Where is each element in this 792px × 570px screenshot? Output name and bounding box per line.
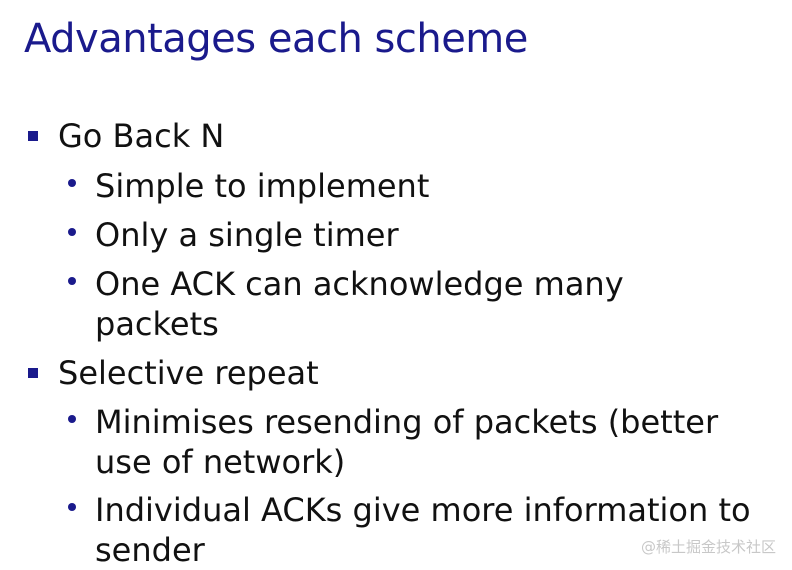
list-item-text: Simple to implement	[95, 167, 430, 205]
dot-bullet-icon	[68, 179, 76, 187]
list-item-text: Minimises resending of packets (better u…	[95, 403, 719, 481]
square-bullet-icon	[28, 368, 38, 378]
square-bullet-icon	[28, 131, 38, 141]
list-item-text: Only a single timer	[95, 216, 399, 254]
section-heading: Go Back N	[58, 117, 225, 155]
section-heading: Selective repeat	[58, 354, 319, 392]
list-item: Minimises resending of packets (better u…	[68, 402, 768, 482]
dot-bullet-icon	[68, 503, 76, 511]
list-item: Individual ACKs give more information to…	[68, 490, 768, 570]
watermark: @稀土掘金技术社区	[640, 538, 776, 556]
dot-bullet-icon	[68, 228, 76, 236]
list-item: One ACK can acknowledge many packets	[68, 264, 768, 344]
list-item-text: Individual ACKs give more information to…	[95, 491, 751, 569]
list-item: Only a single timer	[68, 215, 768, 255]
list-item: Simple to implement	[68, 166, 768, 206]
dot-bullet-icon	[68, 415, 76, 423]
list-item-text: One ACK can acknowledge many packets	[95, 265, 624, 343]
slide-title: Advantages each scheme	[24, 16, 528, 62]
dot-bullet-icon	[68, 277, 76, 285]
